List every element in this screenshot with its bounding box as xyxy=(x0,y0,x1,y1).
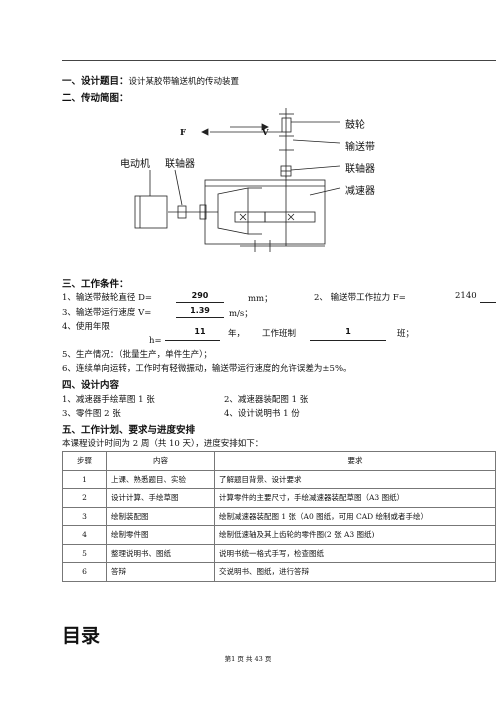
condition-production: 5、生产情况：（批量生产，单件生产）； xyxy=(62,350,212,360)
condition-speed: 3、输送带运行速度 V= xyxy=(62,308,152,318)
table-row: 2 设计计算、手绘草图 计算零件的主要尺寸，手绘减速器装配草图（A3 图纸） xyxy=(62,488,496,508)
content-item-1: 1、减速器手绘草图 1 张 xyxy=(62,395,155,405)
motor-label: 电动机 xyxy=(120,159,150,170)
condition-diameter: 1、输送带鼓轮直径 D= xyxy=(62,293,153,303)
diameter-value: 290 xyxy=(191,291,209,300)
content-item-3: 3、零件图 2 张 xyxy=(62,409,121,419)
hours-label: h= xyxy=(149,336,162,346)
content-item-4: 4、设计说明书 1 份 xyxy=(224,409,300,419)
page-footer: 第1 页 共 43 页 xyxy=(224,655,272,663)
table-row: 4 绘制零件图 绘制低速轴及其上齿轮的零件图(2 张 A3 图纸) xyxy=(62,525,496,545)
velocity-label: V xyxy=(262,128,269,138)
drum-label: 鼓轮 xyxy=(345,120,365,131)
table-row: 1 上课、熟悉题目、实验 了解题目背景、设计要求 xyxy=(62,469,496,489)
speed-value: 1.39 xyxy=(190,306,210,315)
coupling-right-label: 联轴器 xyxy=(345,164,375,175)
section1-heading: 一、设计题目：设计某胶带输送机的传动装置 xyxy=(62,73,239,87)
shift-value: 1 xyxy=(345,327,351,336)
force-label: F xyxy=(180,128,187,138)
coupling-left xyxy=(177,205,187,219)
drum xyxy=(281,117,292,133)
header-rule xyxy=(62,60,496,61)
speed-unit: m/s； xyxy=(229,309,253,319)
section5-heading: 五、工作计划、要求与进度安排 xyxy=(62,425,196,436)
design-title: 设计某胶带输送机的传动装置 xyxy=(128,77,240,87)
col-step: 步骤 xyxy=(62,451,107,471)
years-value: 11 xyxy=(194,327,206,336)
schedule-table: 步骤 内容 要求 1 上课、熟悉题目、实验 了解题目背景、设计要求 2 设计计算… xyxy=(62,451,496,582)
schedule-intro: 本课程设计时间为 2 周（共 10 天），进度安排如下： xyxy=(62,439,264,449)
belt-label: 输送带 xyxy=(345,142,375,153)
table-header-row: 步骤 内容 要求 xyxy=(62,451,496,471)
content-item-2: 2、减速器装配图 1 张 xyxy=(224,395,309,405)
condition-tension: 2、 输送带工作拉力 F= xyxy=(314,293,406,303)
diameter-unit: mm； xyxy=(248,294,273,304)
table-row: 3 绘制装配图 绘制减速器装配图 1 张（A0 图纸，可用 CAD 绘制或者手绘… xyxy=(62,506,496,526)
bevel-gear xyxy=(217,187,249,235)
section1-label: 一、设计题目： xyxy=(62,76,129,87)
condition-service-life: 4、使用年限 xyxy=(62,322,110,332)
toc-title: 目录 xyxy=(62,625,101,647)
table-row: 6 答辩 交说明书、图纸，进行答辩 xyxy=(62,562,496,582)
table-row: 5 整理说明书、图纸 说明书统一格式手写，检查图纸 xyxy=(62,543,496,563)
section4-heading: 四、设计内容 xyxy=(62,380,120,391)
col-requirement: 要求 xyxy=(214,451,496,471)
tension-value: 2140 xyxy=(455,291,477,301)
shift-unit: 班； xyxy=(397,329,415,339)
section3-heading: 三、工作条件： xyxy=(62,279,129,290)
shift-label: 工作班制 xyxy=(262,329,297,339)
reducer-label: 减速器 xyxy=(345,186,375,197)
coupling-left-label: 联轴器 xyxy=(165,159,195,170)
section2-heading: 二、传动简图： xyxy=(62,93,129,104)
electric-motor xyxy=(134,195,168,229)
years-unit: 年， xyxy=(228,329,246,339)
condition-operation: 6、连续单向运转，工作时有轻微振动，输送带运行速度的允许误差为±5%。 xyxy=(62,364,352,374)
col-content: 内容 xyxy=(106,451,215,471)
